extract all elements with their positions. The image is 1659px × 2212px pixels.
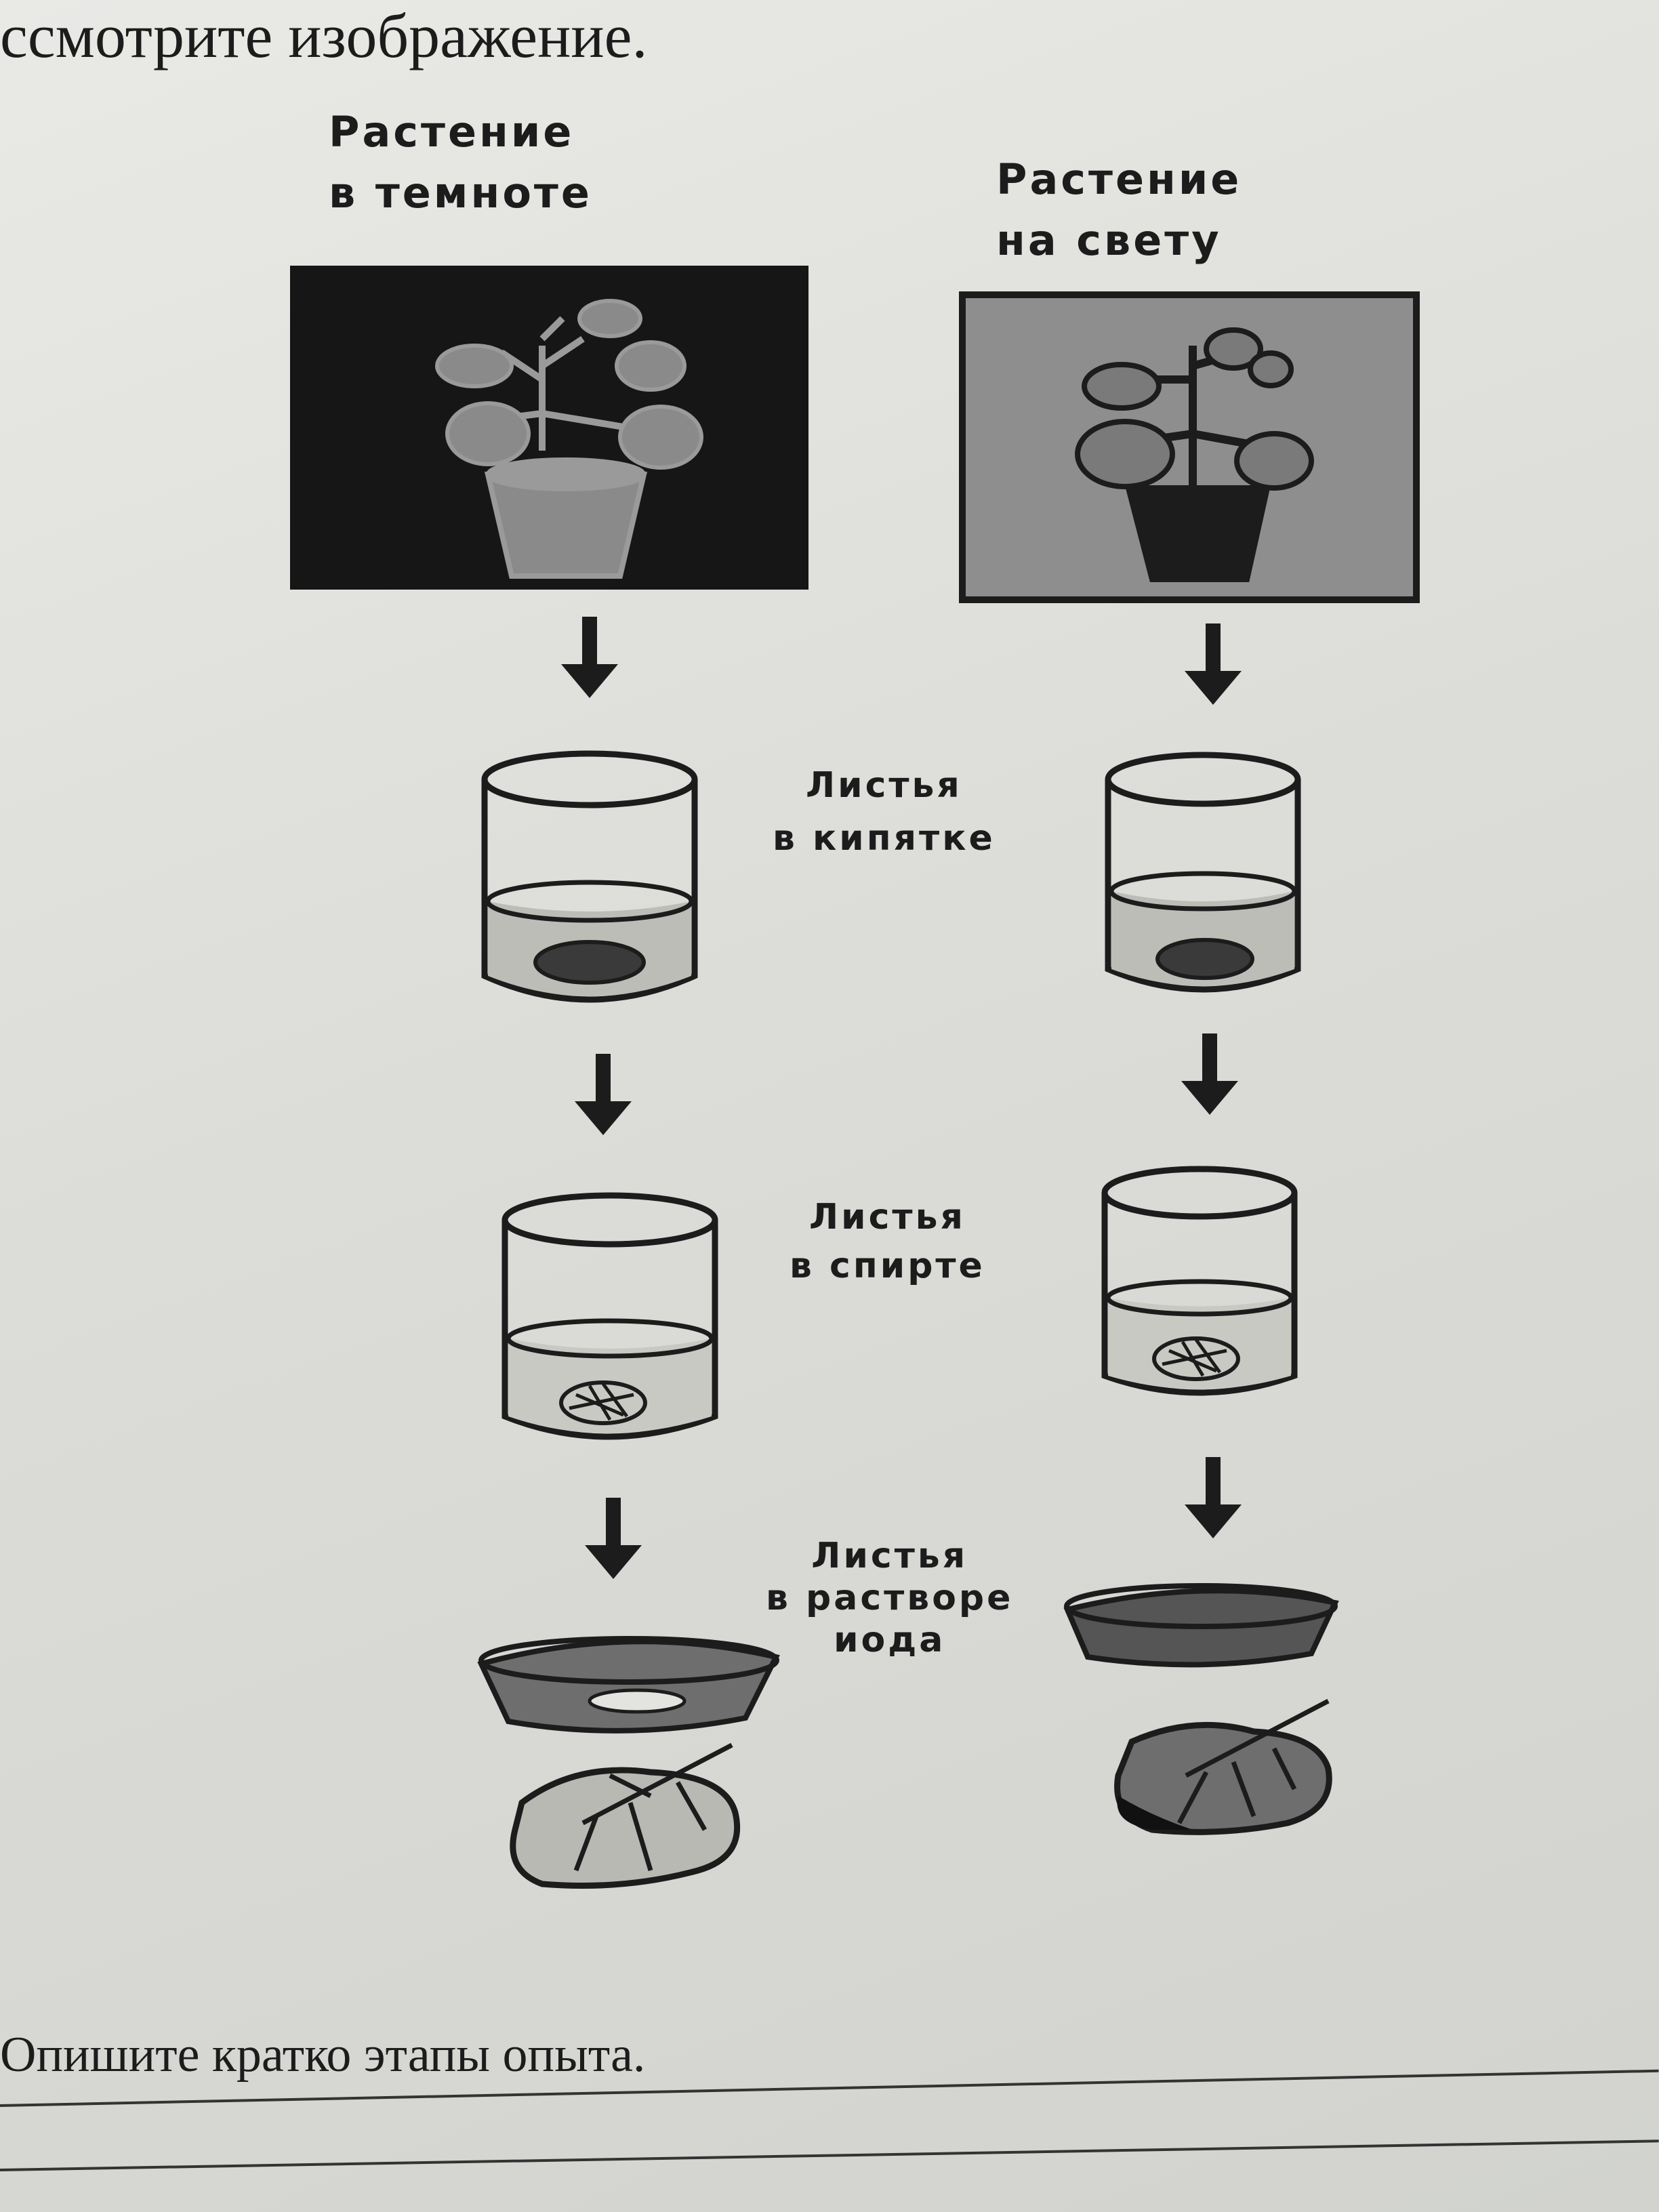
instruction-text: ссмотрите изображение. [0, 1, 648, 70]
dish-light-iodine-icon [1063, 1583, 1339, 1668]
question-text: Опишите кратко этапы опыта. [0, 2027, 646, 2083]
label-plant-in-light: Растение на свету [996, 149, 1242, 271]
arrow-light-1-icon [1185, 623, 1242, 705]
light-plant-box [959, 291, 1420, 603]
label-leaves-alcohol: Листья в спирте [790, 1193, 985, 1290]
label-alc-line2: в спирте [790, 1246, 985, 1286]
dish-dark-iodine-icon [477, 1636, 780, 1734]
potted-plant-dark-icon [435, 299, 703, 579]
arrow-dark-2-icon [575, 1054, 632, 1135]
beaker-light-boiling-icon [1105, 752, 1301, 993]
label-dark-line2: в темноте [329, 168, 592, 218]
beaker-light-alcohol-icon [1101, 1166, 1298, 1396]
label-alc-line1: Листья [808, 1197, 966, 1237]
label-light-line1: Растение [996, 155, 1242, 204]
arrow-light-2-icon [1181, 1033, 1238, 1115]
leaf-dark-result-icon [510, 1742, 741, 1889]
arrow-light-3-icon [1185, 1457, 1242, 1538]
label-boil-line2: в кипятке [773, 818, 996, 859]
label-boil-line1: Листья [805, 765, 962, 806]
label-light-line2: на свету [996, 216, 1222, 265]
arrow-dark-3-icon [585, 1498, 642, 1579]
arrow-dark-1-icon [561, 617, 618, 698]
label-iod-line3: иода [834, 1620, 946, 1660]
label-iod-line2: в растворе [766, 1578, 1014, 1618]
label-plant-in-dark: Растение в темноте [329, 102, 592, 224]
label-leaves-iodine: Листья в растворе иода [766, 1535, 1013, 1661]
label-dark-line1: Растение [329, 107, 575, 157]
dark-plant-box [290, 266, 808, 590]
leaf-light-result-icon [1114, 1698, 1332, 1835]
potted-plant-light-icon [1075, 327, 1314, 582]
label-leaves-boiling: Листья в кипятке [773, 759, 996, 865]
beaker-dark-boiling-icon [481, 750, 698, 1003]
label-iod-line1: Листья [811, 1536, 968, 1576]
beaker-dark-alcohol-icon [501, 1192, 718, 1440]
